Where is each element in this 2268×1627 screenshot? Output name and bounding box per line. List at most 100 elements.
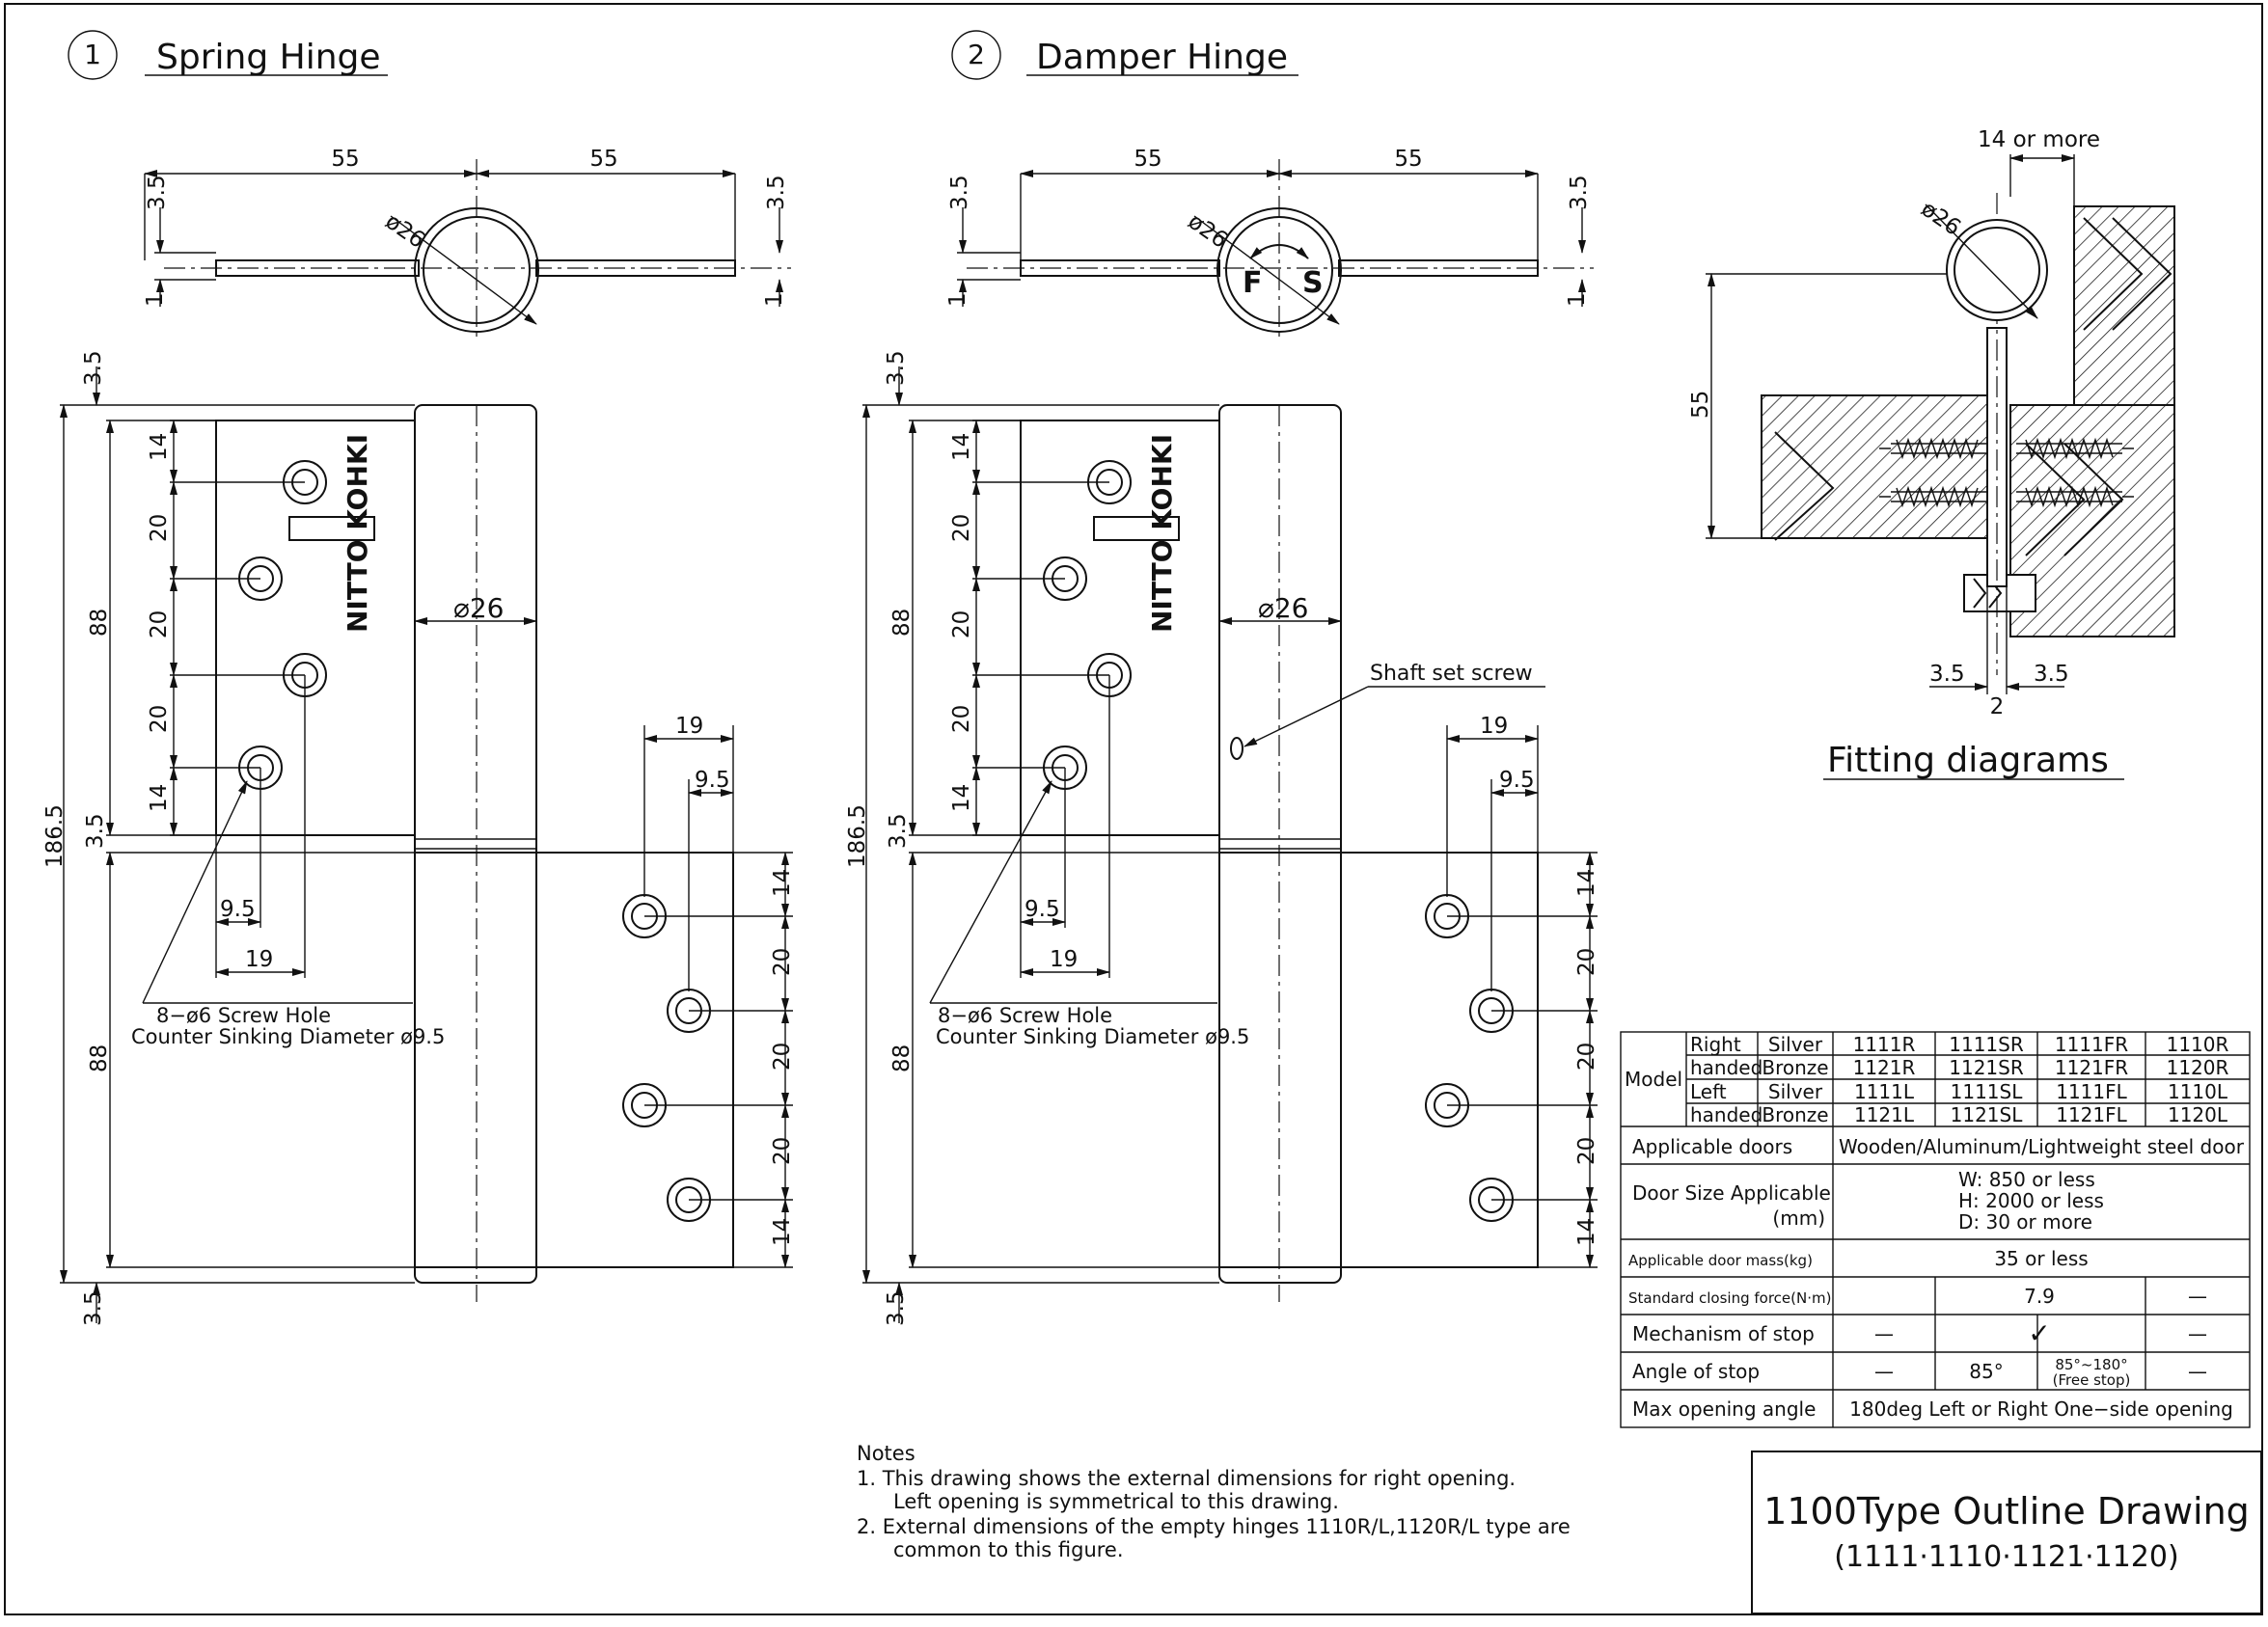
dim-14-or-more: 14 or more <box>1978 127 2100 152</box>
dim-20-f: 20 <box>1574 1137 1599 1165</box>
dim-19-left: 19 <box>1050 947 1078 972</box>
note-2-cont: common to this figure. <box>893 1538 1124 1561</box>
model-cell: 1121SR <box>1949 1056 2024 1079</box>
lower-leaf <box>1218 852 1539 1268</box>
damper-label-f: F <box>1243 266 1263 300</box>
dim-1-r: 1 <box>762 292 787 307</box>
fitting-diagram: ø26 14 or more 55 3.5 3.5 2 Fitting diag… <box>1688 127 2175 780</box>
damper-top-view: 55 55 F S ø26 3.5 1 3.5 1 <box>945 147 1594 338</box>
dim-9-5-right: 9.5 <box>695 768 730 793</box>
dim-dia26: ø26 <box>381 209 429 254</box>
dim-3-5-top: 3.5 <box>884 350 909 386</box>
dim-20-e: 20 <box>1574 1043 1599 1071</box>
wood-screws <box>1879 437 2134 508</box>
damper-hinge-section: 2 Damper Hinge 55 55 F S ø26 3.5 <box>845 30 1599 1326</box>
dim-14-c: 14 <box>1574 869 1599 897</box>
dim-186-5: 186.5 <box>42 804 68 868</box>
dim-3-5-r: 3.5 <box>1567 175 1592 210</box>
model-cell: 1111FL <box>2056 1080 2127 1103</box>
model-label: Model <box>1625 1068 1682 1091</box>
max-angle-label: Max opening angle <box>1632 1397 1816 1421</box>
dim-20-b: 20 <box>949 610 974 638</box>
door-height: H: 2000 or less <box>1958 1189 2104 1212</box>
door-width: W: 850 or less <box>1958 1168 2095 1191</box>
handed-label-r: handed <box>1690 1056 1762 1079</box>
screw-holes-upper <box>238 460 327 790</box>
dim-20-c: 20 <box>949 705 974 733</box>
stop-angle-label: Angle of stop <box>1632 1360 1760 1383</box>
dim-fit-dia26: ø26 <box>1917 197 1965 241</box>
spec-table <box>1620 1031 2251 1428</box>
stop-angle-range: 85°~180° <box>2055 1356 2127 1373</box>
dim-55-left: 55 <box>331 147 359 172</box>
hinge-barrel-fit <box>1946 219 2048 321</box>
model-cell: 1121L <box>1854 1103 1915 1126</box>
dim-14-b: 14 <box>147 784 172 812</box>
door-section <box>1761 394 2002 539</box>
dash-cell: — <box>2188 1285 2207 1308</box>
dim-14-a: 14 <box>949 433 974 461</box>
silver-label-r: Silver <box>1768 1033 1823 1056</box>
dim-19-right: 19 <box>1480 714 1508 739</box>
dim-88-lower: 88 <box>889 1044 915 1072</box>
door-size-label: Door Size Applicable <box>1632 1181 1831 1205</box>
dim-9-5-right: 9.5 <box>1499 768 1535 793</box>
dim-fit-3-5-left: 3.5 <box>1929 662 1965 687</box>
slot <box>288 516 375 541</box>
note-1-cont: Left opening is symmetrical to this draw… <box>893 1490 1339 1513</box>
door-size-unit: (mm) <box>1772 1207 1825 1230</box>
left-label: Left <box>1690 1080 1727 1103</box>
dim-88-upper: 88 <box>889 609 915 637</box>
bronze-label-r: Bronze <box>1762 1056 1828 1079</box>
door-mass-value: 35 or less <box>1994 1247 2088 1270</box>
dim-88-upper: 88 <box>87 609 112 637</box>
model-cell: 1110L <box>2168 1080 2228 1103</box>
slot <box>1093 516 1180 541</box>
model-cell: 1121R <box>1853 1056 1916 1079</box>
model-cell: 1111R <box>1853 1033 1916 1056</box>
screw-hole-note: 8−ø6 Screw Hole <box>938 1004 1112 1027</box>
closing-force-value: 7.9 <box>2024 1285 2055 1308</box>
dim-fit-2: 2 <box>1990 694 2005 719</box>
dash-cell: — <box>1874 1322 1894 1345</box>
max-angle-value: 180deg Left or Right One−side opening <box>1849 1397 2233 1421</box>
dim-20-d: 20 <box>770 948 795 976</box>
spring-top-view: 55 55 ø26 3.5 1 3.5 1 <box>143 147 791 338</box>
model-cell: 1111FR <box>2055 1033 2128 1056</box>
applicable-doors-value: Wooden/Aluminum/Lightweight steel door <box>1839 1135 2245 1158</box>
notes-heading: Notes <box>857 1442 915 1465</box>
screw-holes-upper <box>1043 460 1132 790</box>
dim-14-d: 14 <box>1574 1218 1599 1246</box>
countersink-note: Counter Sinking Diameter ø9.5 <box>131 1025 445 1048</box>
applicable-doors-label: Applicable doors <box>1632 1135 1792 1158</box>
dim-barrel-dia: ⌀26 <box>1258 592 1309 624</box>
handed-label-l: handed <box>1690 1103 1762 1126</box>
dim-3-5: 3.5 <box>145 175 170 210</box>
section-title: Spring Hinge <box>156 38 381 77</box>
model-cell: 1120L <box>2168 1103 2228 1126</box>
closing-force-label: Standard closing force(N·m) <box>1628 1289 1831 1307</box>
screw-holes-lower <box>1425 894 1514 1222</box>
model-cell: 1111L <box>1854 1080 1915 1103</box>
model-cell: 1120R <box>2167 1056 2229 1079</box>
dim-barrel-dia: ⌀26 <box>453 592 505 624</box>
check-mark-icon: ✓ <box>2028 1317 2050 1349</box>
dim-88-lower: 88 <box>87 1044 112 1072</box>
barrel <box>1218 404 1342 1284</box>
note-1: 1. This drawing shows the external dimen… <box>857 1467 1516 1490</box>
dim-3-5-bot: 3.5 <box>81 1290 106 1326</box>
dim-20-c: 20 <box>147 705 172 733</box>
door-depth: D: 30 or more <box>1958 1210 2092 1234</box>
dim-dia26: ø26 <box>1184 209 1232 254</box>
shaft-set-screw <box>1230 737 1243 760</box>
stop-angle-85: 85° <box>1969 1360 2003 1383</box>
model-cell: 1110R <box>2167 1033 2229 1056</box>
dim-1: 1 <box>945 292 970 307</box>
section-title: Damper Hinge <box>1036 38 1288 77</box>
sheet-border <box>4 3 2263 1615</box>
dim-20-f: 20 <box>770 1137 795 1165</box>
dim-20-a: 20 <box>147 514 172 542</box>
dim-9-5-left: 9.5 <box>1025 897 1060 922</box>
shaft-set-screw-label: Shaft set screw <box>1370 662 1533 686</box>
bronze-label-l: Bronze <box>1762 1103 1828 1126</box>
